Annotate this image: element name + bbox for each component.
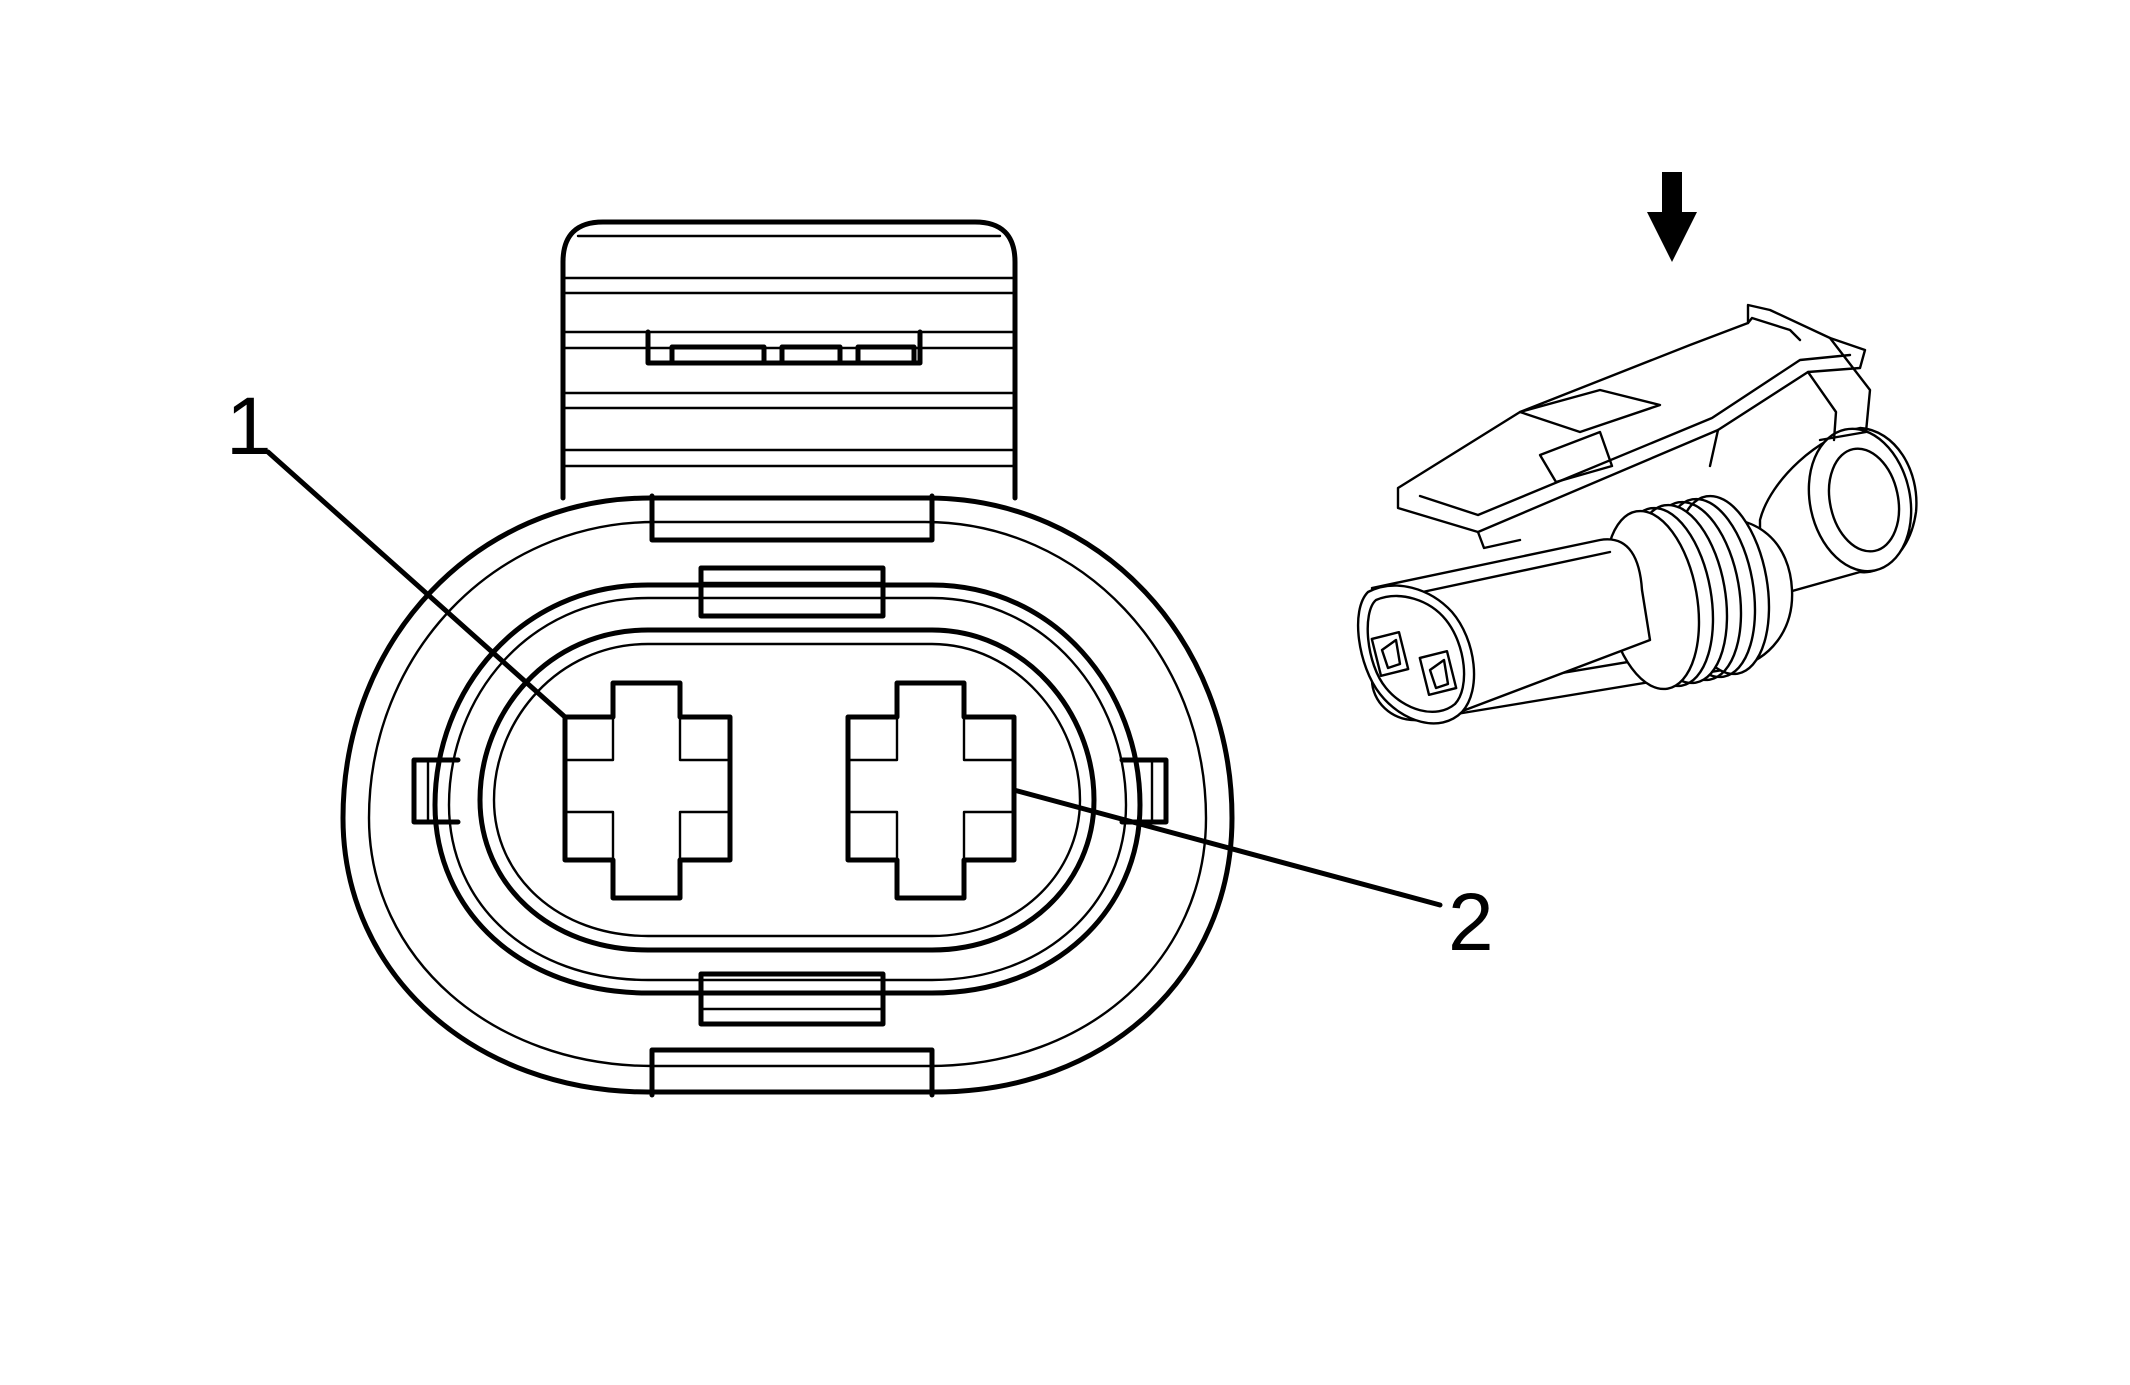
terminal-cavity-2: [845, 680, 1017, 901]
leader-line-1: [265, 449, 568, 720]
seal-rings: [432, 582, 1143, 996]
connector-shell: [340, 493, 1235, 1098]
leader-line-2: [1011, 787, 1443, 908]
callout-label-1: 1: [226, 381, 272, 472]
down-arrow-icon: [1647, 172, 1697, 262]
connector-perspective-icon: [1356, 303, 1918, 725]
terminal-cavity-1: [562, 680, 733, 901]
connector-face-icon: [265, 219, 1443, 1098]
seal-band: [1603, 494, 1771, 691]
mating-face: [1356, 584, 1476, 725]
callout-label-2: 2: [1448, 877, 1494, 968]
latch-arm: [1396, 303, 1872, 550]
lock-tab: [560, 219, 1018, 501]
inner-keys: [411, 565, 1169, 1027]
